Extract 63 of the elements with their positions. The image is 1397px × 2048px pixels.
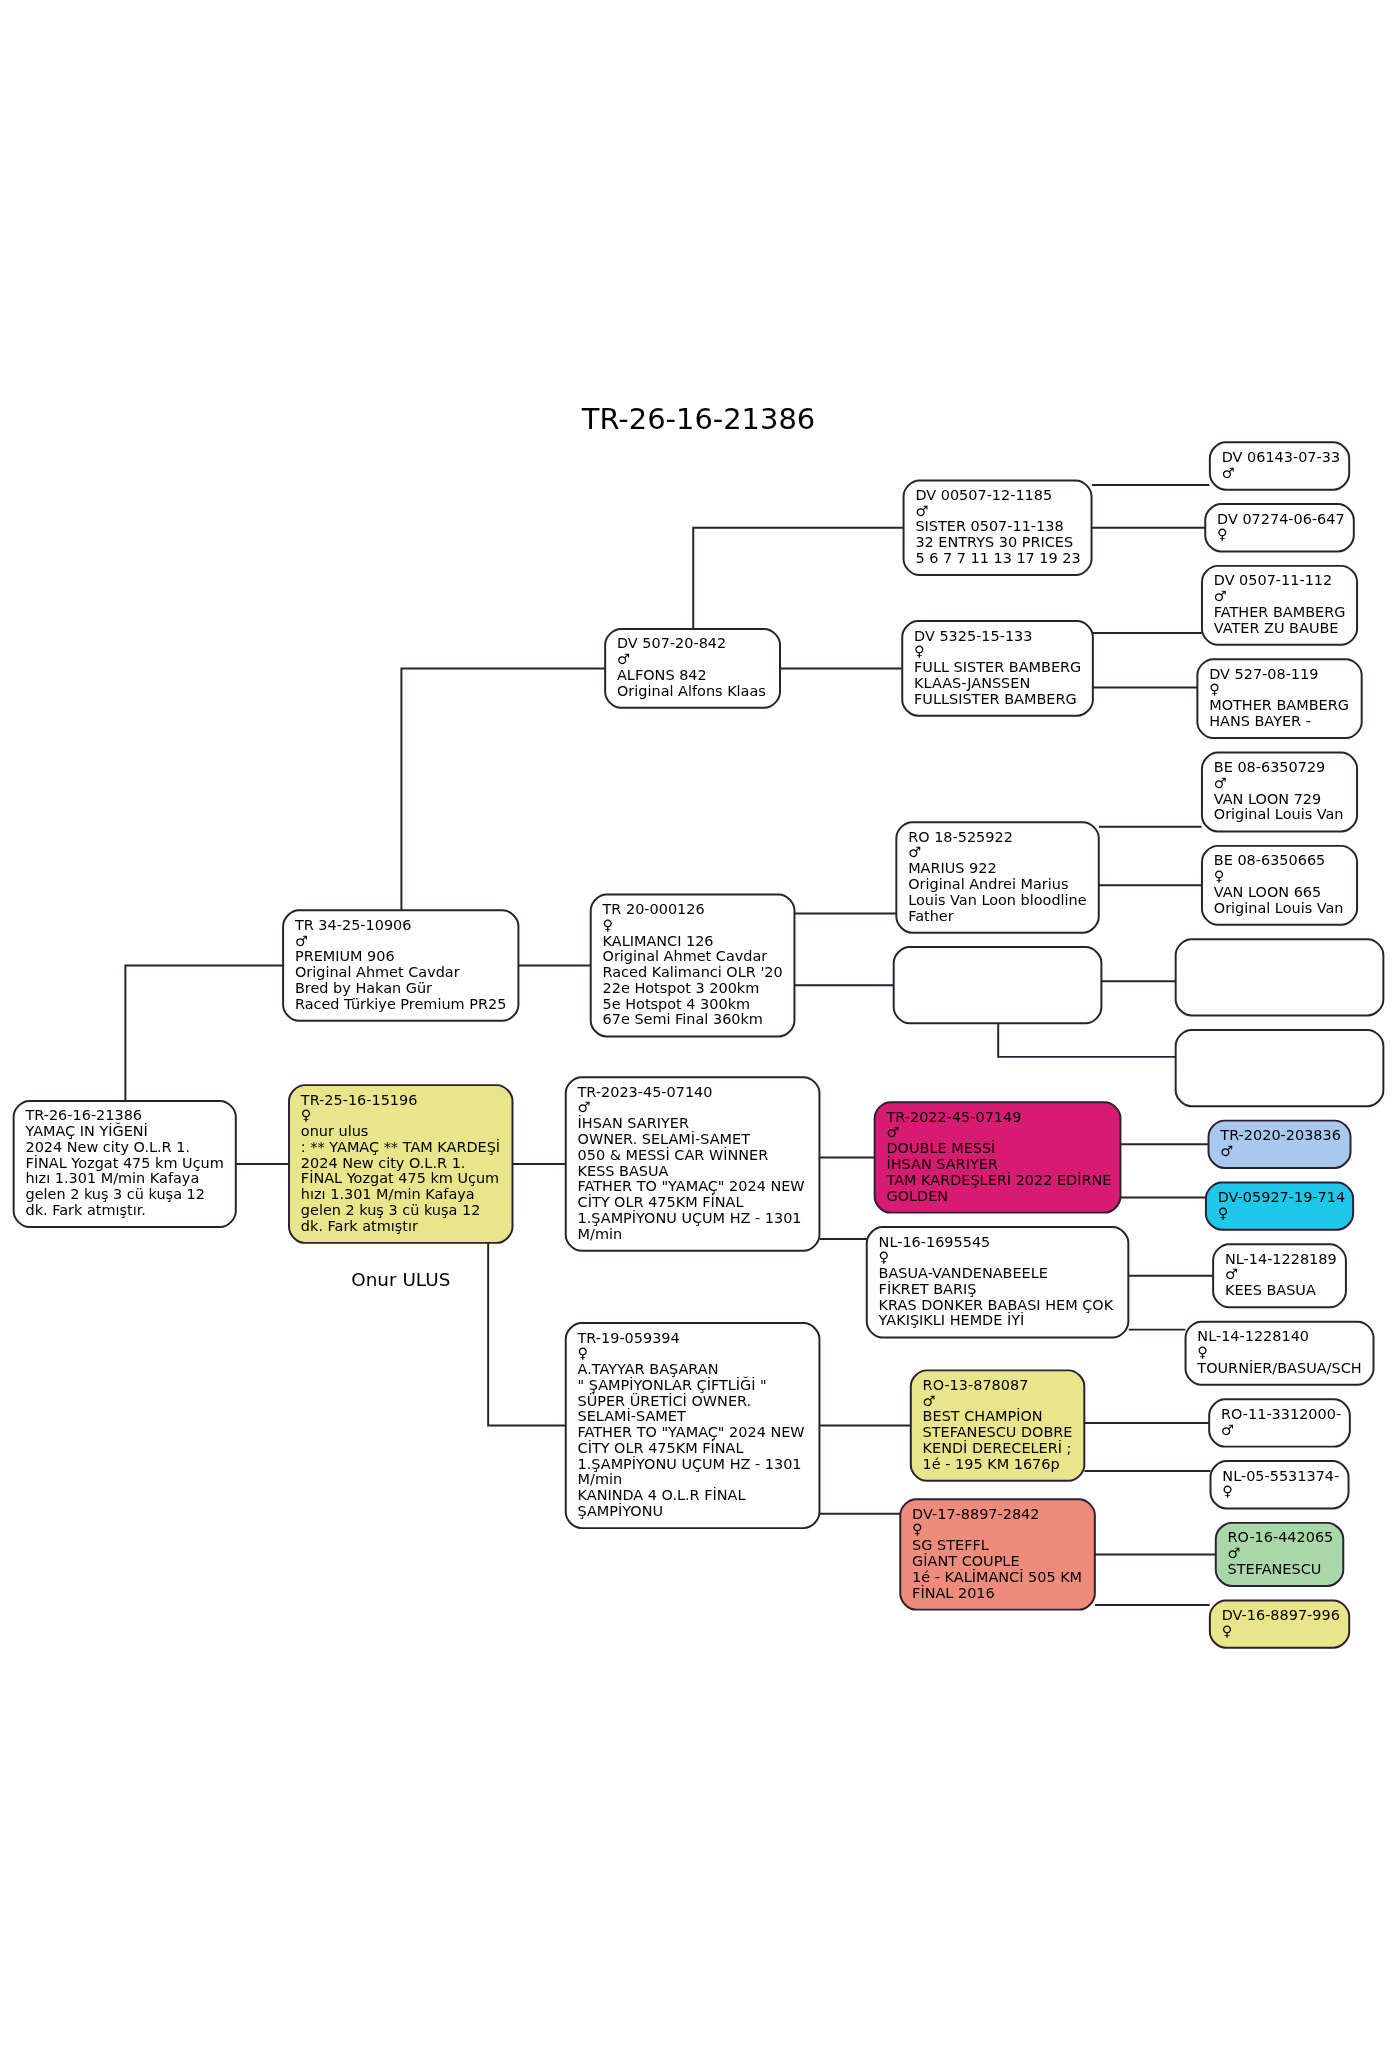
node-box: TR 34-25-10906 ♂ PREMIUM 906 Original Ahmet Cavdar Bred by Hakan Gür Raced Türkiye Premium PR25 (282, 909, 520, 1022)
node-box: RO-16-442065 ♂ STEFANESCU (1214, 1521, 1345, 1587)
connector (1127, 1328, 1187, 1331)
node-box: TR-19-059394 ♀ A.TAYYAR BAŞARAN " ŞAMPİYONLAR ÇİFTLİĞİ " SÜPER ÜRETİCİ OWNER. SELAMİ-SAMET FATHER TO "YAMAÇ" 2024 NEW CİTY OLR 475KM FİNAL 1.ŞAMPİYONU UÇUM HZ - 1301 M/min KANINDA 4 O.L.R FİNAL ŞAMPİYONU (564, 1322, 821, 1530)
connector (793, 984, 895, 987)
node-box: NL-05-5531374- ♀ (1209, 1460, 1350, 1510)
connector (1127, 1274, 1214, 1277)
diagram-title: TR-26-16-21386 (581, 401, 816, 436)
connector (1094, 1553, 1217, 1556)
node-box: NL-16-1695545 ♀ BASUA-VANDENABEELE FİKRET BARIŞ KRAS DONKER BABASI HEM ÇOK YAKIŞIKLI HEMDE İYİ (865, 1226, 1130, 1339)
connector (517, 964, 592, 967)
node-box: DV 0507-11-112 ♂ FATHER BAMBERG VATER ZU BAUBE (1200, 564, 1359, 646)
connector (1092, 631, 1203, 634)
node-box: TR-26-16-21386 YAMAÇ IN YİĞENİ 2024 New city O.L.R 1. FİNAL Yozgat 475 km Uçum hızı 1.301 M/min Kafaya gelen 2 kuş 3 cü kuşa 12 dk. Fark atmıştır. (12, 1099, 237, 1229)
connector (1083, 1421, 1210, 1424)
connector (997, 1022, 1177, 1058)
label: Onur ULUS (351, 1268, 451, 1290)
node-box (1174, 938, 1385, 1017)
node-box: DV 07274-06-647 ♀ (1204, 503, 1355, 553)
node-box (1174, 1028, 1385, 1108)
node-box: BE 08-6350729 ♂ VAN LOON 729 Original Louis Van (1200, 751, 1359, 833)
connector (692, 526, 905, 630)
node-box: RO-11-3312000- ♂ (1208, 1398, 1351, 1448)
connector (1100, 980, 1177, 983)
connector (818, 1237, 868, 1240)
connector (234, 1163, 290, 1165)
node-box: DV-05927-19-714 ♀ (1204, 1181, 1355, 1231)
connector (1092, 686, 1199, 689)
connector (818, 1512, 901, 1515)
connector (1083, 1469, 1212, 1472)
connector (1097, 825, 1203, 828)
node-box: RO-13-878087 ♂ BEST CHAMPİON STEFANESCU DOBRE KENDİ DERECELERİ ; 1é - 195 KM 1676p (909, 1369, 1086, 1482)
node-box: DV-16-8897-996 ♀ (1208, 1599, 1351, 1649)
node-box: TR-2020-203836 ♂ (1207, 1119, 1352, 1169)
connector (1097, 884, 1203, 887)
connector (1119, 1196, 1207, 1199)
node-box: DV 00507-12-1185 ♂ SISTER 0507-11-138 32 ENTRYS 30 PRICES 5 6 7 7 11 13 17 19 23 (902, 479, 1093, 577)
node-box (892, 946, 1103, 1025)
node-box: TR-25-16-15196 ♀ onur ulus : ** YAMAÇ ** TAM KARDEŞİ 2024 New city O.L.R 1. FİNAL Yozgat 475 km Uçum hızı 1.301 M/min Kafaya gelen 2 kuş 3 cü kuşa 12 dk. Fark atmıştır (288, 1084, 514, 1244)
connector (1119, 1143, 1210, 1146)
connector (511, 1163, 567, 1165)
node-box: RO 18-525922 ♂ MARIUS 922 Original Andrei Marius Louis Van Loon bloodline Father (895, 821, 1100, 934)
node-box: DV 527-08-119 ♀ MOTHER BAMBERG HANS BAYER - (1196, 658, 1363, 740)
node-box: DV-17-8897-2842 ♀ SG STEFFL GİANT COUPLE 1é - KALİMANCİ 505 KM FİNAL 2016 (899, 1498, 1096, 1611)
connector (487, 1242, 567, 1427)
node-box: NL-14-1228140 ♀ TOURNİER/BASUA/SCH (1184, 1320, 1375, 1386)
connector (1090, 484, 1211, 487)
node-box: TR 20-000126 ♀ KALIMANCI 126 Original Ahmet Cavdar Raced Kalimanci OLR '20 22e Hotspot 3 200km 5e Hotspot 4 300km 67e Semi Final 360km (589, 893, 796, 1038)
connector (124, 964, 284, 1102)
connector (1094, 1604, 1211, 1606)
connector (818, 1156, 876, 1159)
node-box: TR-2022-45-07149 ♂ DOUBLE MESSİ İHSAN SARIYER TAM KARDEŞLERİ 2022 EDİRNE GOLDEN (873, 1101, 1122, 1214)
node-box: TR-2023-45-07140 ♂ İHSAN SARIYER OWNER. SELAMİ-SAMET 050 & MESSİ CAR WİNNER KESS BASUA FATHER TO "YAMAÇ" 2024 NEW CİTY OLR 475KM FİNAL 1.ŞAMPİYONU UÇUM HZ - 1301 M/min (564, 1076, 821, 1252)
node-box: DV 06143-07-33 ♂ (1208, 441, 1351, 491)
connector (779, 667, 903, 670)
node-box: BE 08-6350665 ♀ VAN LOON 665 Original Louis Van (1200, 844, 1359, 926)
connector (400, 667, 606, 911)
connector (793, 912, 898, 915)
node-box: NL-14-1228189 ♂ KEES BASUA (1212, 1243, 1347, 1309)
connector (818, 1424, 912, 1427)
node-box: DV 507-20-842 ♂ ALFONS 842 Original Alfons Klaas (604, 628, 781, 709)
node-box: DV 5325-15-133 ♀ FULL SISTER BAMBERG KLAAS-JANSSEN FULLSISTER BAMBERG (901, 620, 1094, 717)
connector (1090, 526, 1206, 529)
